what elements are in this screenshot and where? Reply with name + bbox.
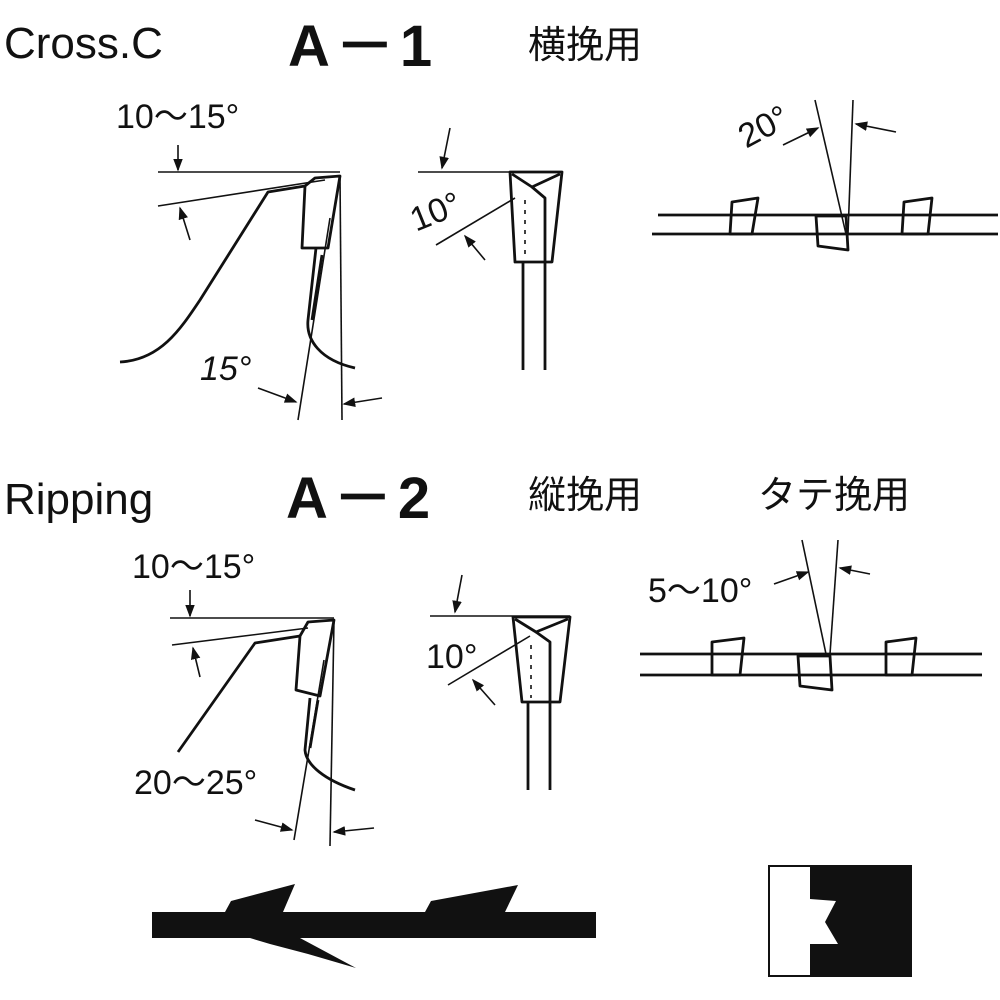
saw-blade-profile-icon — [152, 884, 596, 968]
ripping-label: Ripping — [4, 475, 154, 524]
cross-hook-angle: 15° — [200, 350, 252, 388]
tooth-grind-icon — [768, 865, 912, 977]
ripping-code: A－2 — [286, 466, 437, 531]
rip-tooth-side-view — [170, 590, 375, 847]
cross-top-clearance-angle: 10～15° — [116, 98, 240, 136]
cross-tooth-front-view — [418, 127, 564, 370]
cross-cut-jp-label: 横挽用 — [528, 23, 643, 67]
rip-hook-angle: 20～25° — [134, 764, 258, 802]
rip-bevel-angle: 5～10° — [648, 572, 753, 610]
ripping-jp-alt-label: タテ挽用 — [758, 473, 911, 517]
rip-tooth-front-view — [430, 574, 572, 790]
cross-cut-label: Cross.C — [4, 19, 163, 68]
rip-side-clearance-angle: 10° — [426, 638, 478, 676]
ripping-jp-label: 縦挽用 — [528, 473, 643, 517]
cross-tooth-side-view — [119, 145, 383, 421]
cross-tooth-top-view — [652, 99, 998, 252]
rip-top-clearance-angle: 10～15° — [132, 548, 256, 586]
rip-tooth-top-view — [640, 539, 982, 692]
cross-cut-code: A－1 — [288, 14, 439, 79]
